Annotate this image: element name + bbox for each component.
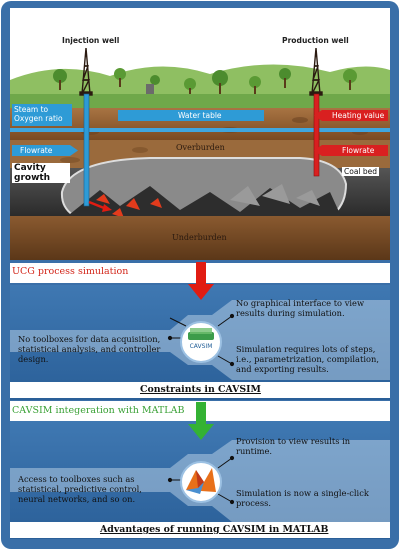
flowrate-right-label: Flowrate — [342, 146, 375, 155]
section2-top-right-text: Provision to view results in runtime. — [236, 436, 351, 456]
section2-left-text: Access to toolboxes such as statistical,… — [18, 474, 142, 504]
section1-graphics — [10, 262, 390, 400]
section1-caption-bg — [10, 382, 390, 398]
section2-caption: Advantages of running CAVSIM in MATLAB — [100, 524, 329, 535]
trees — [53, 68, 357, 96]
heating-value-label: Heating value — [332, 111, 385, 120]
water-table-band — [10, 128, 390, 132]
hills — [10, 64, 390, 100]
down-arrow-green-head — [188, 424, 214, 440]
heating-value-band — [322, 110, 388, 121]
injection-well-pipe — [83, 93, 90, 207]
section1-heading: UCG process simulation — [12, 266, 129, 277]
section1-caption: Constraints in CAVSIM — [140, 384, 261, 395]
underburden-label: Underburden — [172, 233, 227, 242]
section1-bottom-right-text: Simulation requires lots of steps, i.e.,… — [236, 344, 379, 374]
grass — [10, 94, 390, 108]
section1-left-text: No toolboxes for data acquisition, stati… — [18, 334, 161, 364]
underburden-layer — [10, 216, 390, 260]
water-table-label: Water table — [178, 111, 222, 120]
coal-bed-label: Coal bed — [342, 167, 380, 176]
production-well-title: Production well — [282, 36, 349, 45]
down-arrow-red-head — [188, 284, 214, 300]
down-arrow-green-shaft — [196, 402, 206, 424]
steam-to-oxygen-label: Steam to Oxygen ratio — [14, 105, 63, 123]
water-table-band-label — [118, 110, 264, 121]
section2-graphics — [10, 401, 390, 539]
section2-bottom-right-text: Simulation is now a single-click process… — [236, 488, 369, 508]
steam-oxygen-band — [12, 104, 72, 126]
flowrate-left-band — [12, 145, 70, 156]
production-well-pipe — [313, 93, 320, 177]
overburden-label: Overburden — [176, 143, 225, 152]
flowrate-left-label: Flowrate — [20, 146, 53, 155]
cavity-growth-arrow — [88, 200, 105, 210]
section2-heading: CAVSIM integeration with MATLAB — [12, 405, 185, 416]
flowrate-right-band — [322, 145, 388, 156]
down-arrow-red-shaft — [196, 262, 206, 284]
matlab-logo — [186, 468, 216, 494]
section1-top-right-text: No graphical interface to view results d… — [236, 298, 365, 318]
ucg-scene — [10, 8, 390, 260]
gray-rubble — [230, 184, 320, 206]
burning-coal — [96, 194, 162, 218]
cavsim-logo-text: CAVSIM — [189, 343, 213, 350]
cavity-growth-label: Cavity growth — [12, 163, 70, 183]
injection-well-title: Injection well — [62, 36, 120, 45]
